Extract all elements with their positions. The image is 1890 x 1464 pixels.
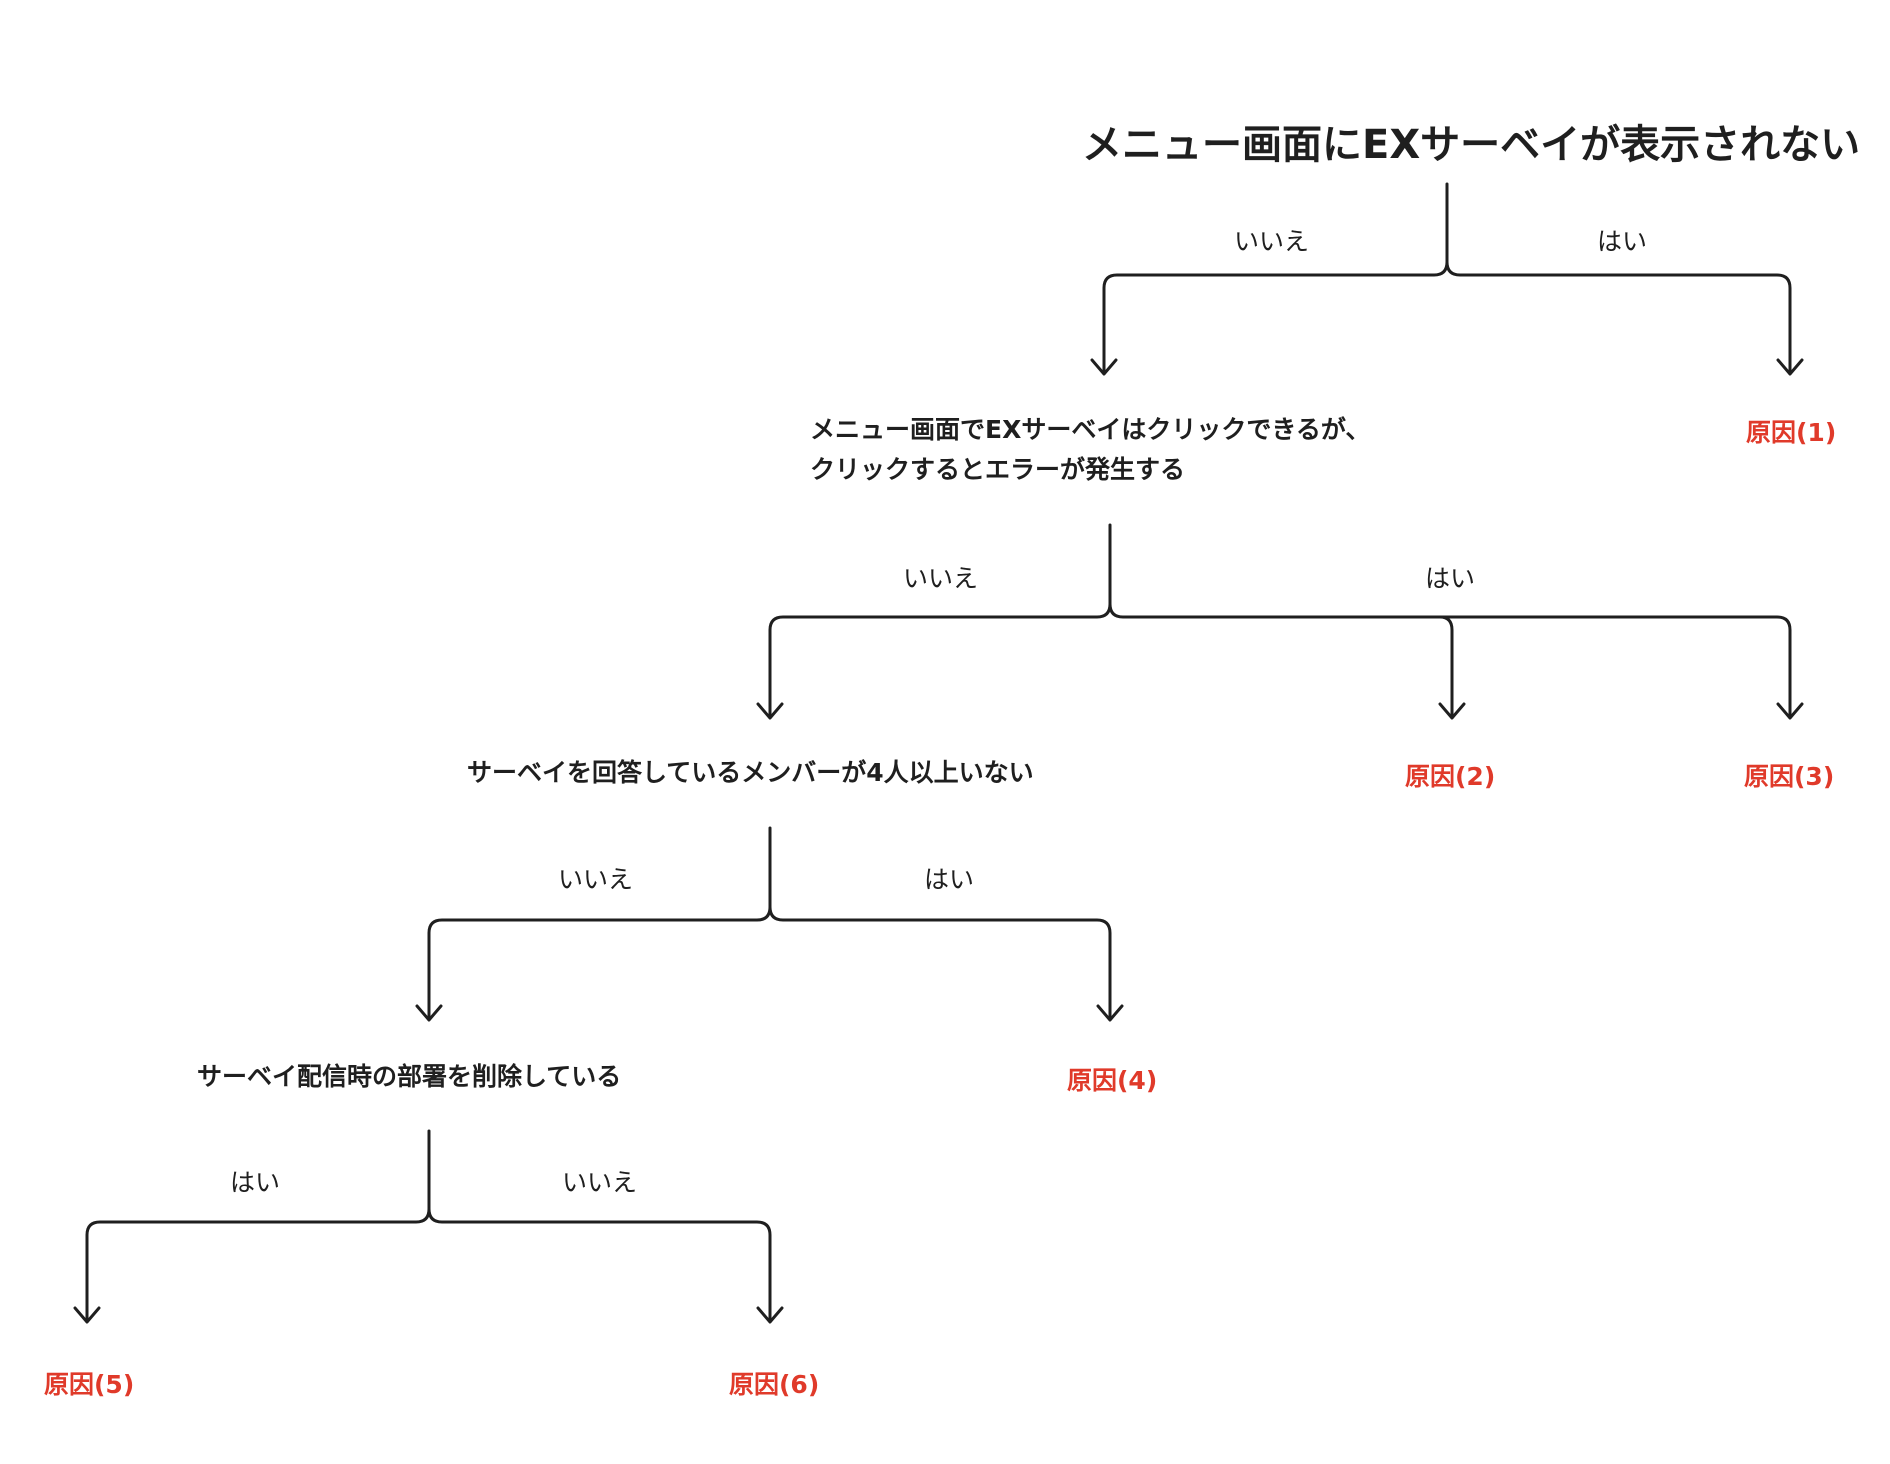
connector-q3	[85, 1129, 431, 1322]
cause-4: 原因(4)	[1067, 1066, 1158, 1095]
edge-label-yes: はい	[1597, 227, 1648, 256]
edge-label-yes: はい	[924, 865, 975, 894]
cause-1: 原因(1)	[1746, 418, 1837, 447]
question-1: メニュー画面でEXサーベイはクリックできるが、 クリックするとエラーが発生する	[810, 410, 1370, 490]
arrowhead	[415, 1004, 443, 1022]
arrowhead	[756, 1306, 784, 1324]
cause-3: 原因(3)	[1744, 762, 1835, 791]
edge-label-no: いいえ	[903, 564, 979, 593]
connector-q3-no	[427, 1207, 772, 1322]
arrowhead	[1438, 702, 1466, 720]
question-3: サーベイ配信時の部署を削除している	[197, 1062, 622, 1091]
cause-2: 原因(2)	[1405, 762, 1496, 791]
connector-q2	[427, 826, 772, 1020]
question-1-line-2: クリックするとエラーが発生する	[810, 455, 1186, 484]
connector-root-yes	[1445, 260, 1792, 374]
arrowhead	[1776, 702, 1804, 720]
edge-label-no: いいえ	[558, 865, 634, 894]
connector-q2-yes	[768, 905, 1112, 1020]
arrowhead	[1096, 1004, 1124, 1022]
edge-label-no: いいえ	[562, 1168, 638, 1197]
question-2: サーベイを回答しているメンバーが4人以上いない	[467, 758, 1034, 787]
arrowhead	[1090, 358, 1118, 376]
connector-q1	[768, 523, 1112, 718]
edge-label-yes: はい	[1425, 564, 1476, 593]
connector-root	[1102, 182, 1449, 374]
connector-q1-yes	[1108, 602, 1792, 718]
arrowhead	[1776, 358, 1804, 376]
arrowhead	[756, 702, 784, 720]
edge-label-yes: はい	[230, 1168, 281, 1197]
arrowhead	[73, 1306, 101, 1324]
connector-q1-yes-mid	[1438, 615, 1454, 718]
question-1-line-1: メニュー画面でEXサーベイはクリックできるが、	[810, 415, 1371, 444]
cause-5: 原因(5)	[44, 1370, 135, 1399]
diagram-title: メニュー画面にEXサーベイが表示されない	[1082, 122, 1861, 168]
cause-6: 原因(6)	[729, 1370, 820, 1399]
edge-label-no: いいえ	[1234, 227, 1310, 256]
